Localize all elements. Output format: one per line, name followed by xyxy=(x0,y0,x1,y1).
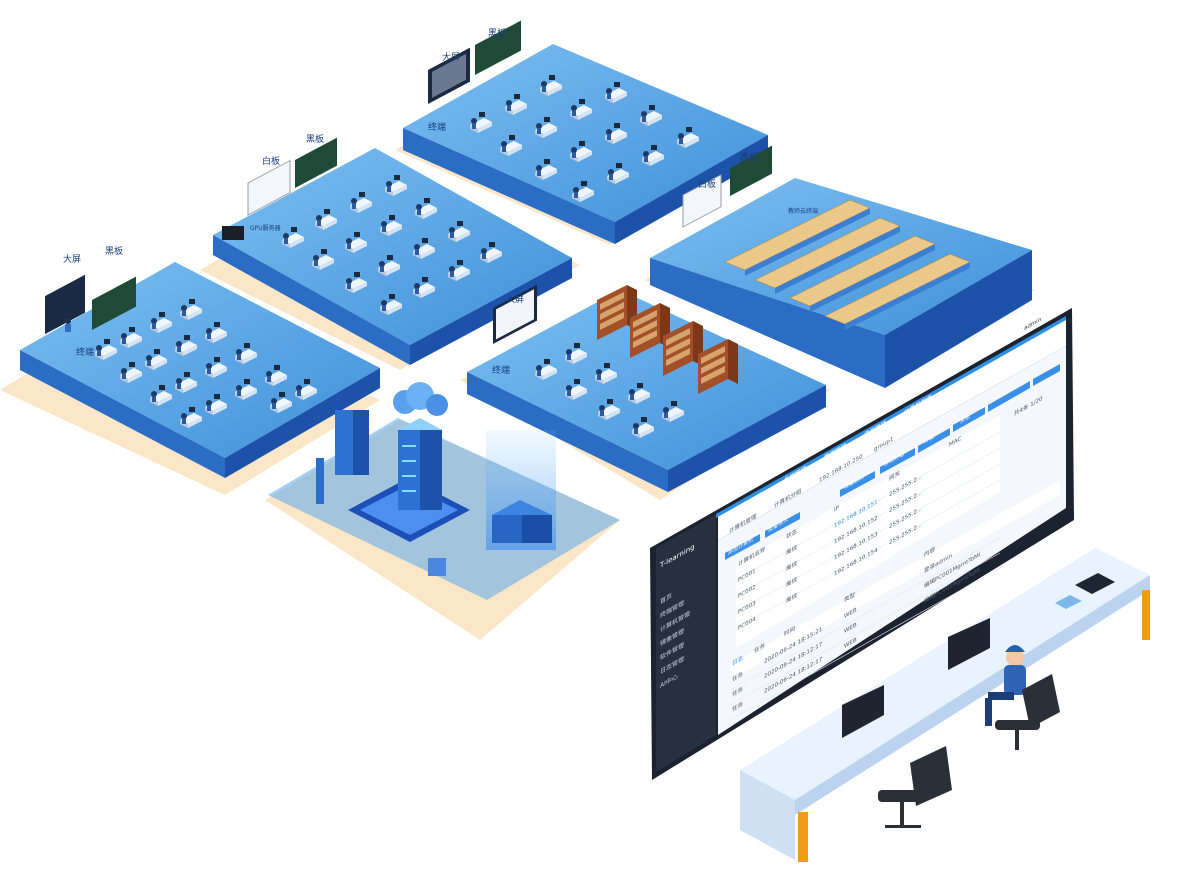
monitoring-screen: T-learning 首页 终端管理 计算机管理 镜像管理 软件管理 日志管理 … xyxy=(650,308,1074,780)
log-h-0: 任务 xyxy=(754,641,765,655)
label-terminal-5: 终端 xyxy=(492,364,510,376)
screen-sidebar xyxy=(656,514,716,772)
log-h-3: 内容 xyxy=(924,545,935,559)
log-1-task: 任务 xyxy=(732,685,743,699)
server-tower xyxy=(398,418,442,510)
label-big-screen-3: 大屏 xyxy=(442,51,460,63)
log-h-1: 时间 xyxy=(784,624,795,638)
monitor-right xyxy=(948,618,990,670)
classroom-right: 白板 黑板 教师云终端 xyxy=(650,145,1032,388)
row-0-status: 离线 xyxy=(786,543,797,557)
control-desk xyxy=(740,548,1150,862)
th-3: 网关 xyxy=(889,469,900,483)
chair-right xyxy=(995,674,1060,750)
btn-5: 关机 xyxy=(960,412,971,425)
screen-top-nav xyxy=(718,318,1066,540)
classroom-left: 大屏 黑板 终端 xyxy=(20,245,380,478)
log-title: 日志 xyxy=(732,654,743,668)
screen-table xyxy=(736,415,1000,648)
label-terminal-3: 终端 xyxy=(428,121,446,133)
label-terminal: 终端 xyxy=(76,346,94,358)
classroom-middle: 白板 黑板 GPU服务器 xyxy=(213,133,572,365)
phone xyxy=(1075,573,1115,594)
label-blackboard-3: 黑板 xyxy=(488,27,506,39)
server-tower-2 xyxy=(335,410,369,475)
log-2-task: 任务 xyxy=(732,700,743,714)
label-big-screen-5: 大屏 xyxy=(506,293,524,305)
classroom-top: 大屏 黑板 终端 xyxy=(403,20,768,244)
label-blackboard-4: 黑板 xyxy=(740,151,758,163)
monitor-left xyxy=(842,685,884,738)
book xyxy=(1055,595,1082,609)
log-h-2: 类型 xyxy=(844,590,855,604)
label-whiteboard: 白板 xyxy=(262,155,280,167)
th-1: 状态 xyxy=(786,527,797,541)
cloud-icon xyxy=(393,382,448,416)
label-whiteboard-4: 白板 xyxy=(698,178,716,190)
row-1-status: 离线 xyxy=(786,559,797,573)
row-2-status: 离线 xyxy=(786,575,797,589)
btn-4: 开机 xyxy=(924,432,935,445)
th-2: IP xyxy=(834,505,839,514)
classroom-library: 大屏 终端 xyxy=(467,284,826,492)
label-blackboard: 黑板 xyxy=(105,245,123,257)
label-ops-console: 教师云终端 xyxy=(788,207,818,215)
row-3-status: 离线 xyxy=(786,591,797,605)
chair-left xyxy=(878,746,952,828)
label-big-screen: 大屏 xyxy=(63,253,81,265)
server-cloud-area xyxy=(268,382,620,600)
label-gpu: GPU服务器 xyxy=(250,224,281,232)
label-blackboard-2: 黑板 xyxy=(306,133,324,145)
operator xyxy=(985,645,1026,726)
log-0-task: 任务 xyxy=(732,670,743,684)
